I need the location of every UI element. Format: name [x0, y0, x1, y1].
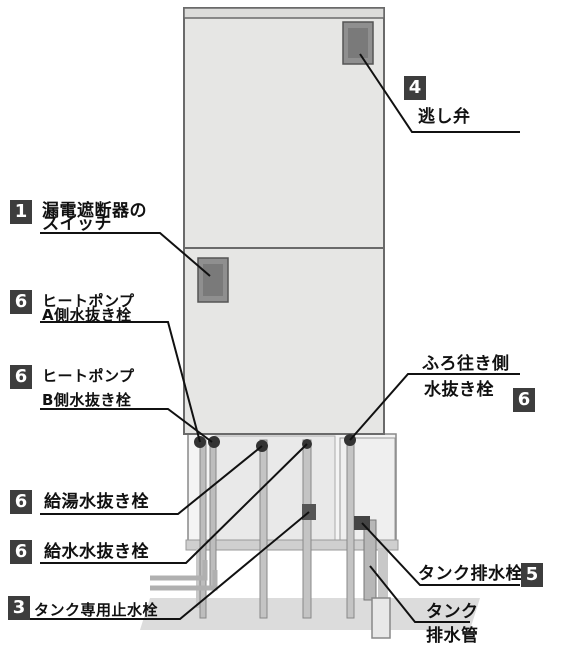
pipe-heatpump-a [199, 439, 207, 619]
leader-bath [349, 373, 520, 441]
base-inner-panel [214, 435, 336, 543]
pipe-bath [346, 439, 355, 619]
pipe-bend-left [150, 560, 208, 581]
leader-breaker [40, 232, 211, 277]
leader-drain-pipe [369, 565, 470, 623]
badge-breaker: 1 [10, 200, 32, 224]
badge-heatpump-b: 6 [10, 365, 32, 389]
leader-tank-stop [28, 511, 310, 620]
label-cold-water: 給水水抜き栓 [44, 542, 149, 562]
label-hot-water: 給湯水抜き栓 [44, 492, 149, 512]
leader-tank-drain [361, 522, 520, 586]
label-breaker-line1: 漏電遮断器の [42, 201, 147, 221]
label-heatpump-a-line2: A側水抜き栓 [42, 306, 132, 324]
pipe-heatpump-b [209, 439, 217, 591]
label-heatpump-b-line1: ヒートポンプ [42, 367, 135, 385]
label-heatpump-b-line2: B側水抜き栓 [42, 391, 132, 409]
badge-tank-stop: 3 [8, 596, 30, 620]
label-relief-valve: 逃し弁 [418, 107, 471, 127]
relief-valve-window [348, 28, 368, 58]
tank-top-cap [183, 7, 385, 19]
label-tank-drain: タンク排水栓 [418, 564, 523, 584]
breaker-window [203, 264, 223, 296]
label-bath-line1: ふろ往き側 [422, 354, 510, 374]
base-plate [185, 539, 399, 551]
label-heatpump-a-line1: ヒートポンプ [42, 292, 135, 310]
label-breaker-line2: スイッチ [42, 214, 112, 234]
label-tank-stop: タンク専用止水栓 [34, 601, 159, 619]
badge-tank-drain: 5 [521, 563, 543, 587]
leader-cold-water [40, 443, 308, 564]
valve-heatpump-b [208, 436, 220, 448]
badge-hot-water: 6 [10, 490, 32, 514]
label-bath-line2: 水抜き栓 [424, 380, 494, 400]
drain-hose-fitting [371, 597, 391, 639]
leader-heatpump-b [40, 408, 213, 443]
label-drain-pipe-line1: タンク [426, 602, 479, 622]
valve-tank-stop [302, 504, 316, 520]
badge-bath: 6 [513, 388, 535, 412]
leader-relief-valve [359, 53, 520, 133]
leg-right [378, 548, 388, 608]
pipe-cold-water [302, 439, 312, 619]
pipe-hot-water [259, 439, 268, 619]
leader-heatpump-a [40, 321, 201, 443]
badge-relief-valve: 4 [404, 76, 426, 100]
badge-heatpump-a: 6 [10, 290, 32, 314]
pipe-bend-left-2 [150, 570, 218, 591]
leader-hot-water [40, 445, 263, 515]
badge-cold-water: 6 [10, 540, 32, 564]
label-drain-pipe-line2: 排水管 [426, 626, 479, 646]
